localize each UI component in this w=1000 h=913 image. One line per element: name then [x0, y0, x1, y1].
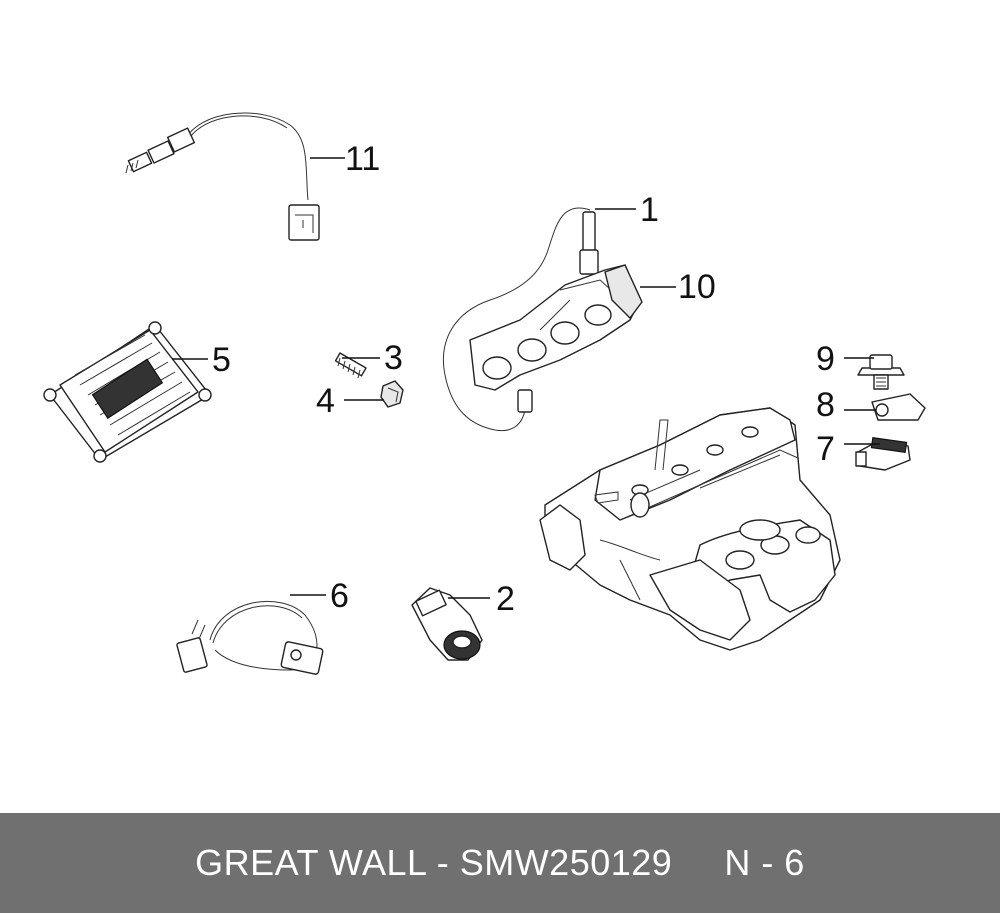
- footer-brand-code: GREAT WALL - SMW250129: [195, 842, 673, 883]
- callout-label-6: 6: [330, 577, 349, 615]
- part-10-exhaust-manifold: [469, 264, 643, 391]
- callout-label-3: 3: [384, 339, 403, 377]
- callout-11: 11: [310, 140, 380, 178]
- part-9-bolt: [857, 354, 905, 390]
- callout-label-2: 2: [496, 580, 515, 618]
- engine-assembly: [539, 407, 841, 651]
- callout-6: 6: [290, 577, 349, 615]
- callout-8: 8: [816, 386, 876, 424]
- part-6-crankshaft-sensor: [176, 600, 324, 675]
- callout-label-9: 9: [816, 340, 835, 378]
- footer-page-ref: N - 6: [724, 842, 805, 883]
- part-7-camshaft-sensor: [855, 437, 911, 471]
- callout-4: 4: [316, 382, 384, 420]
- callout-10: 10: [640, 268, 716, 306]
- part-5-engine-control-unit: [43, 321, 212, 463]
- callout-2: 2: [448, 580, 515, 618]
- callout-label-11: 11: [345, 140, 380, 178]
- callout-9: 9: [816, 340, 874, 378]
- part-2-knock-sensor: [411, 587, 483, 661]
- callout-label-10: 10: [678, 268, 716, 306]
- callout-7: 7: [816, 430, 880, 468]
- callout-5: 5: [172, 341, 231, 379]
- parts-diagram: 11 1 10 5: [43, 112, 926, 675]
- callout-label-1: 1: [640, 191, 659, 229]
- part-3-stud: [334, 352, 367, 379]
- part-4-nut: [380, 380, 404, 408]
- callout-label-7: 7: [816, 430, 835, 468]
- callout-1: 1: [595, 191, 659, 229]
- callout-label-8: 8: [816, 386, 835, 424]
- footer-bar: GREAT WALL - SMW250129 N - 6: [0, 813, 1000, 913]
- callout-label-4: 4: [316, 382, 335, 420]
- part-1-oxygen-sensor-front: [443, 207, 599, 432]
- part-11-oxygen-sensor-rear: [125, 112, 320, 241]
- callout-label-5: 5: [212, 341, 231, 379]
- callout-3: 3: [342, 339, 403, 377]
- part-8-gasket: [871, 393, 926, 421]
